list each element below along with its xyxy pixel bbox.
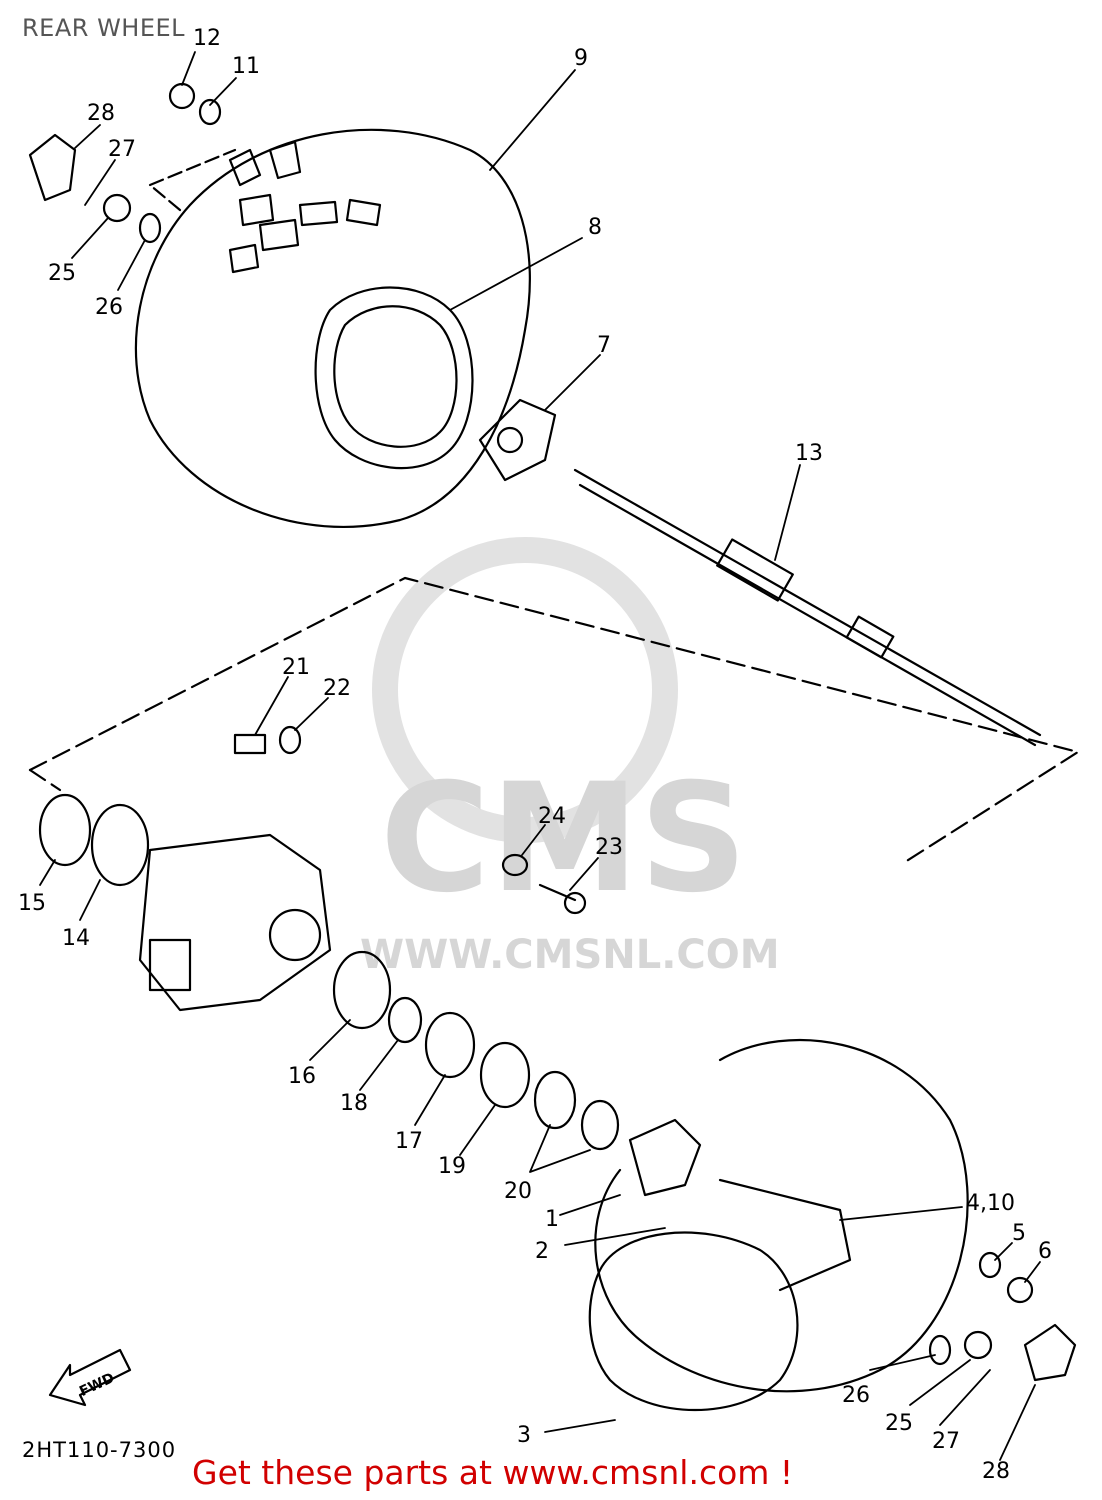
callout-17: 17 [395, 1129, 423, 1154]
small-parts-upper [28, 82, 222, 244]
callout-26-lower: 26 [842, 1383, 870, 1408]
callout-25: 25 [48, 261, 76, 286]
bolts-mid [233, 725, 587, 915]
callout-24: 24 [538, 804, 566, 829]
small-parts-lower [928, 1251, 1077, 1382]
fwd-arrow-icon [48, 1348, 132, 1407]
rear-axle [573, 468, 1042, 747]
callout-2: 2 [535, 1239, 549, 1264]
callout-21: 21 [282, 655, 310, 680]
callout-20: 20 [504, 1179, 532, 1204]
callout-14: 14 [62, 926, 90, 951]
callout-22: 22 [323, 676, 351, 701]
callout-3: 3 [517, 1423, 531, 1448]
callout-6: 6 [1038, 1239, 1052, 1264]
watermark: CMS WWW.CMSNL.COM [360, 537, 780, 978]
fwd-label: FWD [77, 1370, 117, 1400]
axle-housing [138, 833, 332, 1012]
callout-26: 26 [95, 295, 123, 320]
promo-banner-link[interactable]: Get these parts at www.cmsnl.com ! [192, 1453, 794, 1492]
callout-9: 9 [574, 46, 588, 71]
tire-upper [134, 128, 531, 528]
diagram-title: REAR WHEEL [22, 14, 186, 42]
callout-25-lower: 25 [885, 1411, 913, 1436]
bearings-left [38, 793, 150, 887]
callout-28-lower: 28 [982, 1459, 1010, 1484]
callout-16: 16 [288, 1064, 316, 1089]
watermark-site: WWW.CMSNL.COM [360, 932, 780, 978]
callout-27: 27 [108, 137, 136, 162]
watermark-brand: CMS [380, 752, 747, 926]
callout-19: 19 [438, 1154, 466, 1179]
callout-labels: 12 11 9 28 27 25 26 8 7 13 21 22 15 14 2… [18, 26, 1052, 1484]
callout-23: 23 [595, 835, 623, 860]
callout-12: 12 [193, 26, 221, 51]
hub-upper [478, 398, 557, 482]
diagram-code: 2HT110-7300 [22, 1438, 177, 1462]
bearing-stack [332, 950, 620, 1151]
callout-13: 13 [795, 441, 823, 466]
callout-15: 15 [18, 891, 46, 916]
callout-11: 11 [232, 54, 260, 79]
callout-5: 5 [1012, 1221, 1026, 1246]
callout-1: 1 [545, 1207, 559, 1232]
callout-28: 28 [87, 101, 115, 126]
callout-4-10: 4,10 [966, 1191, 1015, 1216]
tire-lower [588, 1038, 969, 1411]
leader-lines [39, 51, 1041, 1461]
callout-7: 7 [597, 333, 611, 358]
callout-27-lower: 27 [932, 1429, 960, 1454]
callout-18: 18 [340, 1091, 368, 1116]
callout-8: 8 [588, 215, 602, 240]
